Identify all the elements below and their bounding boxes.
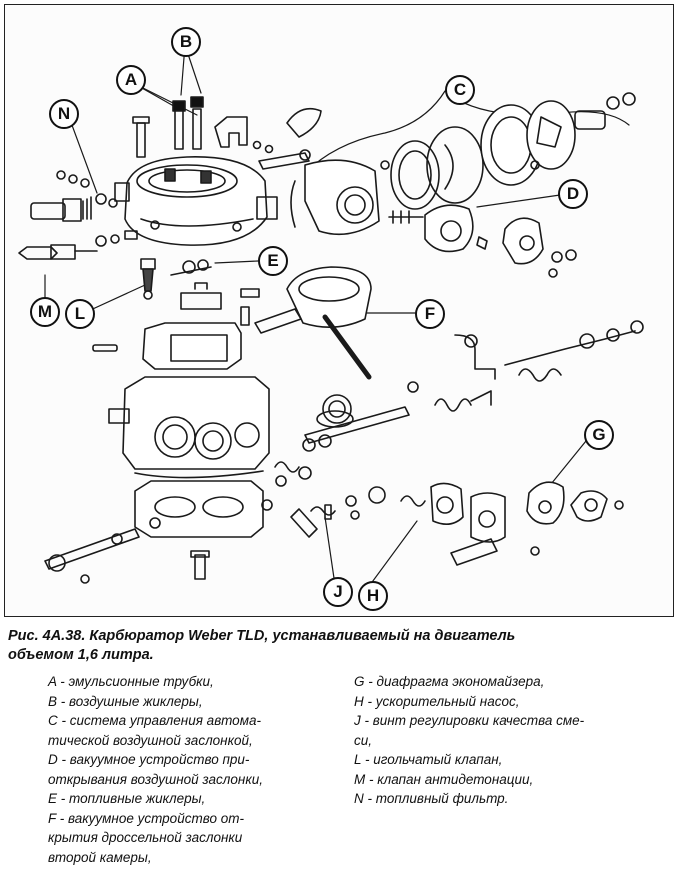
legend-line: E - топливные жиклеры,	[48, 791, 206, 806]
mixture-screw	[310, 495, 360, 520]
carburetor-body	[108, 376, 410, 479]
callout-c: C	[445, 75, 475, 105]
legend-line: G - диафрагма экономайзера,	[354, 674, 545, 689]
callout-m: M	[30, 297, 60, 327]
callout-g: G	[584, 420, 614, 450]
carburetor-top-cover	[114, 156, 278, 246]
needle-valve	[140, 258, 156, 300]
callout-j: J	[323, 577, 353, 607]
fuel-jets	[170, 259, 212, 276]
legend-left: A - эмульсионные трубки, B - воздушные ж…	[48, 672, 338, 867]
caption-line-2: объемом 1,6 литра.	[8, 647, 154, 663]
anti-diesel-valve	[18, 230, 138, 260]
legend-line: N - топливный фильтр.	[354, 791, 509, 806]
throttle-body	[44, 461, 318, 584]
callout-e: E	[258, 246, 288, 276]
callout-n: N	[49, 99, 79, 129]
legend-line: D - вакуумное устройство при-	[48, 752, 250, 767]
accelerator-pump	[368, 482, 540, 566]
caption-line-1: Рис. 4А.38. Карбюратор Weber TLD, устана…	[8, 628, 516, 644]
legend-line: крытия дроссельной заслонки	[48, 830, 243, 845]
float-assembly	[92, 282, 250, 370]
legend-line: C - система управления автома-	[48, 713, 261, 728]
callout-l: L	[65, 299, 95, 329]
gasket	[316, 410, 354, 428]
legend-line: открывания воздушной заслонки,	[48, 771, 263, 787]
callout-b: B	[171, 27, 201, 57]
legend-line: M - клапан антидетонации,	[354, 771, 534, 787]
legend-line: тической воздушной заслонкой,	[48, 732, 253, 748]
fuel-filter-assembly	[30, 170, 118, 222]
callout-d: D	[558, 179, 588, 209]
legend-right: G - диафрагма экономайзера, H - ускорите…	[354, 672, 674, 809]
throttle-linkage	[407, 320, 644, 412]
legend-line: F - вакуумное устройство от-	[48, 810, 244, 826]
choke-vacuum-device	[388, 204, 577, 278]
legend-line: L - игольчатый клапан,	[354, 752, 503, 767]
power-valve-diaphragm	[526, 481, 624, 525]
callout-h: H	[358, 581, 388, 611]
carburetor-exploded-drawing	[18, 44, 644, 590]
emulsion-tubes	[132, 96, 322, 170]
legend-line: H - ускорительный насос,	[354, 693, 520, 709]
legend-line: J - винт регулировки качества сме-	[354, 713, 585, 728]
exploded-diagram-frame: A B C D E F G H J L M N	[4, 4, 674, 617]
legend-line: A - эмульсионные трубки,	[48, 674, 214, 689]
callout-a: A	[116, 65, 146, 95]
legend-line: второй камеры,	[48, 849, 152, 865]
choke-system	[290, 92, 636, 236]
legend-line: си,	[354, 732, 373, 748]
callout-f: F	[415, 299, 445, 329]
figure-caption: Рис. 4А.38. Карбюратор Weber TLD, устана…	[8, 627, 672, 665]
legend-line: B - воздушные жиклеры,	[48, 693, 203, 709]
throttle-vacuum-device	[240, 266, 372, 380]
